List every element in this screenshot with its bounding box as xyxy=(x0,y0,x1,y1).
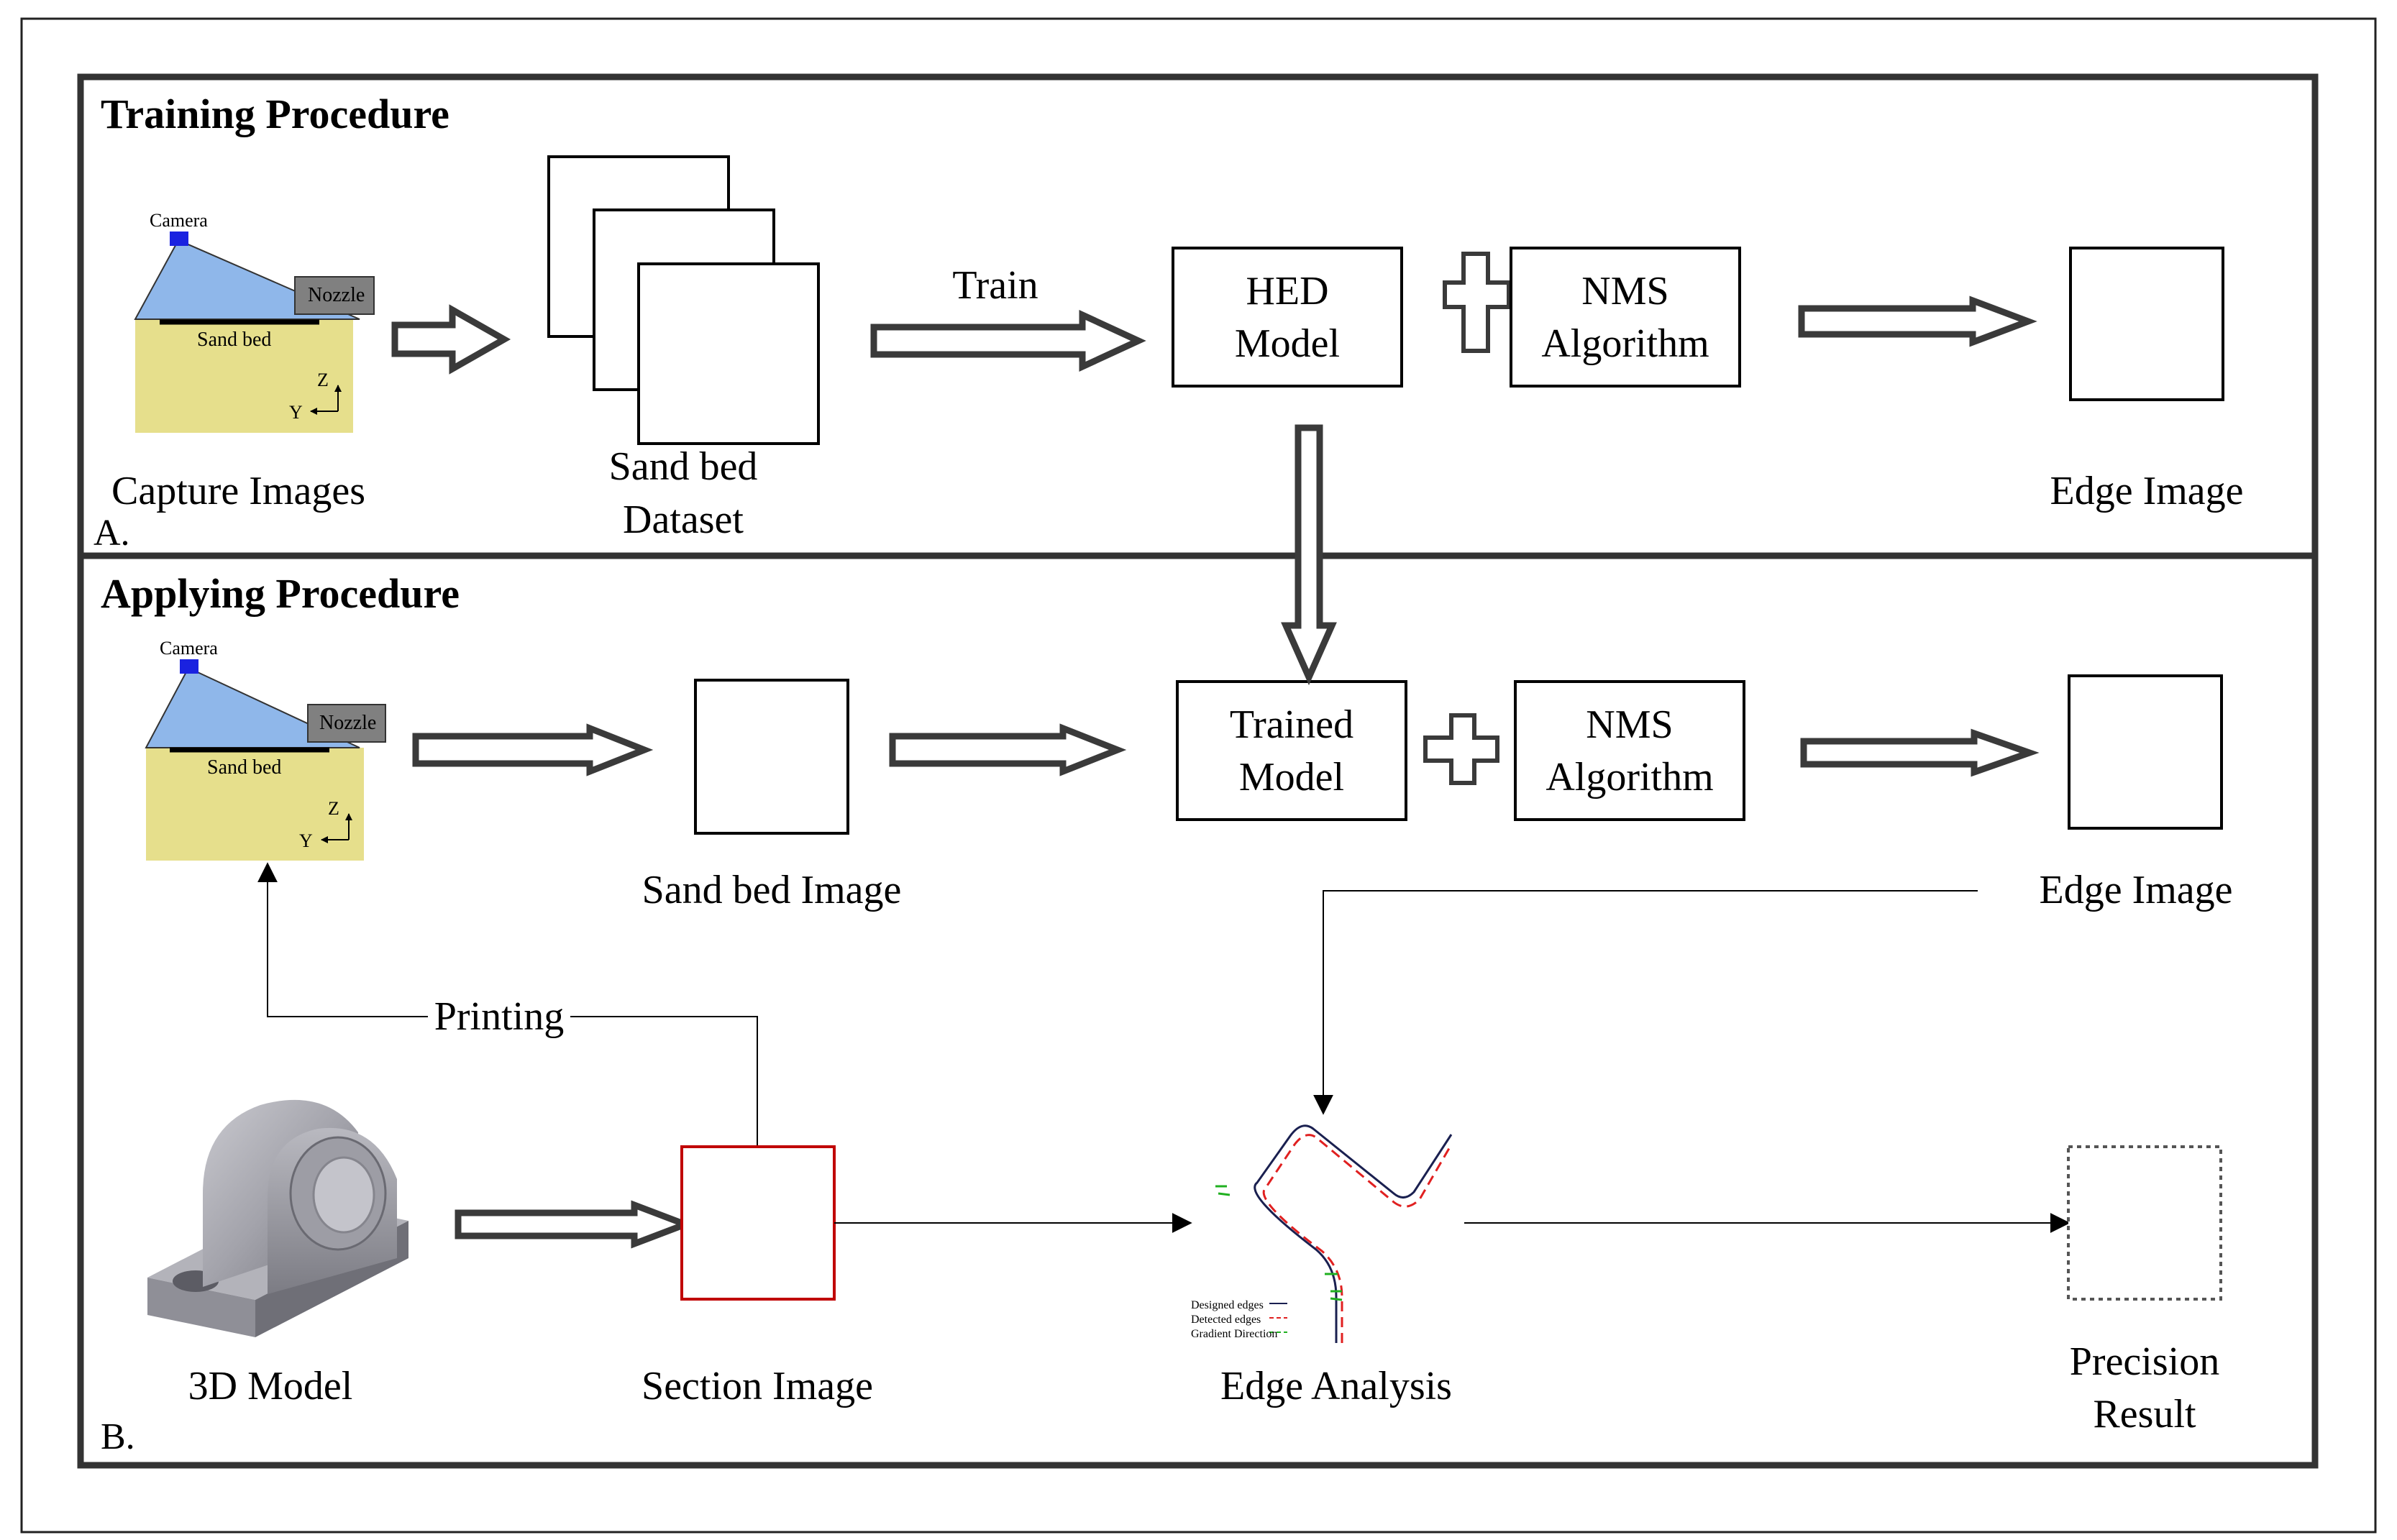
applying-panel-label: B. xyxy=(101,1416,135,1457)
trained-model-box xyxy=(1176,680,1407,821)
applying-panel: Applying Procedure B. Camera Nozzle Sand… xyxy=(77,552,2319,1469)
nozzle-icon xyxy=(307,704,386,743)
nms-line2-applying: Algorithm xyxy=(1546,755,1713,799)
section-image-box xyxy=(680,1145,836,1301)
plus-icon-applying xyxy=(1423,713,1499,785)
hed-model-line1: HED xyxy=(1246,269,1328,313)
capture-images-caption: Capture Images xyxy=(111,469,365,513)
camera-label: Camera xyxy=(160,638,218,659)
legend-gradient: Gradient Direction xyxy=(1191,1328,1277,1340)
dataset-sheet-3 xyxy=(637,262,820,445)
legend-detected: Detected edges xyxy=(1191,1314,1261,1326)
arrow-capture-to-sandbed-image xyxy=(412,723,654,776)
hed-model-box xyxy=(1172,247,1403,388)
model3d-caption: 3D Model xyxy=(188,1364,353,1408)
y-axis-label: Y xyxy=(289,402,303,423)
edge-image-caption-applying: Edge Image xyxy=(2040,868,2233,912)
nozzle-label: Nozzle xyxy=(319,712,376,734)
legend-designed: Designed edges xyxy=(1191,1299,1264,1311)
nozzle-label: Nozzle xyxy=(308,284,365,306)
bearing-bore xyxy=(312,1156,375,1234)
camera-label: Camera xyxy=(150,210,208,231)
arrow-nms-to-edge-applying xyxy=(1800,728,2040,777)
arrow-sandbed-to-trained-model xyxy=(889,723,1127,776)
precision-caption-line2: Result xyxy=(2093,1392,2196,1436)
training-panel-label: A. xyxy=(93,513,130,554)
train-label: Train xyxy=(952,263,1038,308)
edge-image-box-applying xyxy=(2068,674,2223,830)
nms-line1-applying: NMS xyxy=(1586,702,1673,747)
edge-image-caption-training: Edge Image xyxy=(2050,469,2244,513)
sand-bed-image-box xyxy=(694,679,849,835)
arrow-hed-to-trained-model xyxy=(1281,424,1337,686)
hed-model-line2: Model xyxy=(1235,321,1340,366)
arrow-nms-to-edge-training xyxy=(1798,295,2037,347)
camera-icon xyxy=(170,232,188,246)
designed-edge-curve xyxy=(1254,1124,1453,1343)
capture-scene-applying: Camera Nozzle Sand bed Z Y xyxy=(145,638,386,861)
connector-edge-to-analysis xyxy=(1313,890,1978,1115)
arrow-model-to-section xyxy=(455,1200,695,1249)
section-image-caption: Section Image xyxy=(642,1364,873,1408)
base-front xyxy=(147,1278,255,1337)
outer-frame xyxy=(20,17,2377,1534)
applying-title: Applying Procedure xyxy=(101,570,460,617)
sand-bed-dataset-stack xyxy=(547,155,820,445)
z-axis-label: Z xyxy=(317,370,329,390)
sand-bed-label: Sand bed xyxy=(197,329,271,351)
nozzle-icon xyxy=(294,276,375,315)
arrow-capture-to-dataset xyxy=(391,304,511,375)
sand-bed-label: Sand bed xyxy=(207,756,281,779)
sand-bed-image-caption: Sand bed Image xyxy=(642,868,902,912)
printing-label: Printing xyxy=(434,994,564,1039)
z-axis-label: Z xyxy=(328,798,339,819)
pillow-block-3d-model xyxy=(147,1099,408,1337)
edge-image-box-training xyxy=(2069,247,2224,401)
trained-model-line2: Model xyxy=(1239,755,1344,799)
plus-icon-training xyxy=(1443,252,1511,353)
nms-algorithm-box-training xyxy=(1510,247,1741,388)
precision-caption-line1: Precision xyxy=(2070,1339,2219,1384)
training-panel: Training Procedure A. Camera Nozzle Sand… xyxy=(77,73,2319,559)
edge-analysis-plot: Designed edges Detected edges Gradient D… xyxy=(1191,1124,1453,1343)
dataset-caption-line1: Sand bed xyxy=(609,444,758,489)
nms-line1-training: NMS xyxy=(1581,269,1668,313)
edge-analysis-caption: Edge Analysis xyxy=(1220,1364,1452,1408)
dataset-caption-line2: Dataset xyxy=(623,498,744,542)
applying-panel-border xyxy=(77,552,2319,1469)
arrow-dataset-to-hed xyxy=(870,309,1146,372)
detected-edge-curve xyxy=(1262,1134,1453,1343)
training-title: Training Procedure xyxy=(101,91,449,137)
gradient-direction-marks xyxy=(1215,1185,1343,1301)
printing-label-bg xyxy=(428,993,570,1037)
nms-algorithm-box-applying xyxy=(1514,680,1745,821)
trained-model-line1: Trained xyxy=(1230,702,1353,747)
capture-scene-training: Camera Nozzle Sand bed Z Y xyxy=(134,210,375,433)
camera-icon xyxy=(180,659,198,674)
y-axis-label: Y xyxy=(299,830,313,851)
precision-result-box xyxy=(2067,1145,2222,1301)
nms-line2-training: Algorithm xyxy=(1541,321,1709,366)
